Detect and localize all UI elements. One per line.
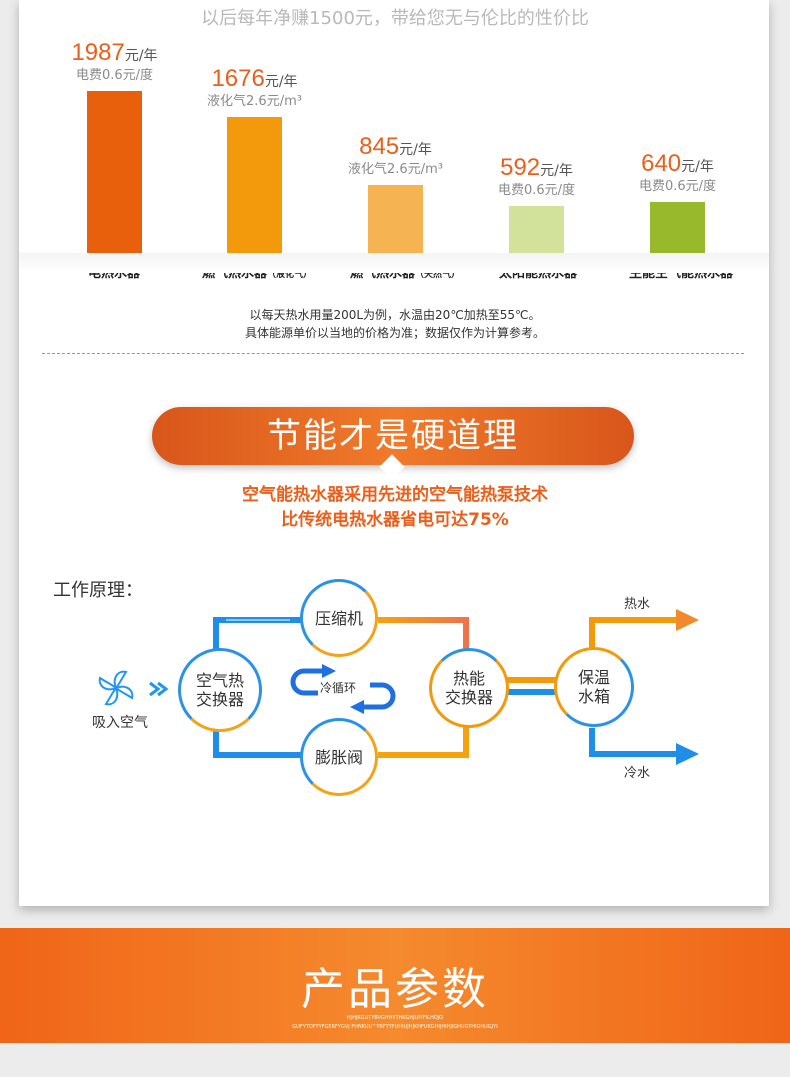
banner-decor-line-1: HJHJKGUTYBVGHHYTHKGHJUIYFILHOJO	[346, 1015, 444, 1021]
bar-2	[227, 116, 282, 255]
cold-water-arrow-icon	[676, 743, 699, 765]
intake-label: 吸入空气	[92, 715, 148, 731]
value-number: 1676	[211, 64, 265, 92]
category-note: （液化气）	[267, 270, 313, 280]
fan-icon	[98, 670, 134, 706]
value-number: 592	[500, 154, 541, 182]
price-note: 液化气2.6元/m³	[348, 162, 443, 178]
compressor-node: 压缩机	[300, 579, 378, 657]
value-label-5: 640元/年电费0.6元/度	[618, 150, 738, 195]
pipe-diagram	[98, 609, 699, 765]
tank-label-2: 水箱	[577, 687, 610, 706]
value-number: 845	[359, 133, 400, 161]
value-unit: 元/年	[264, 73, 298, 90]
principle-heading: 工作原理：	[53, 580, 143, 601]
value-unit: 元/年	[124, 48, 158, 64]
heat-exchanger-label-1: 热能	[452, 669, 485, 688]
cold-water-label: 冷水	[624, 766, 651, 781]
value-unit: 元/年	[540, 163, 573, 180]
value-label-4: 592元/年电费0.6元/度	[477, 154, 597, 199]
value-label-2: 1676元/年液化气2.6元/m³	[195, 64, 315, 109]
hot-water-pipe	[589, 617, 678, 648]
dashed-divider	[42, 353, 744, 354]
heat-exchanger-node: 热能交换器	[429, 648, 509, 728]
cycle-label: 冷循环	[320, 681, 357, 695]
air-exchanger-label-2: 交换器	[195, 690, 244, 709]
expansion-valve-node: 膨胀阀	[300, 718, 378, 796]
pipe-right-top	[378, 617, 469, 655]
value-number: 1987	[71, 39, 125, 66]
expansion-valve-label: 膨胀阀	[314, 747, 363, 767]
hot-water-arrow-icon	[676, 609, 699, 631]
value-number: 640	[641, 150, 682, 178]
tank-label-1: 保温	[577, 668, 610, 687]
params-banner	[0, 928, 790, 1043]
price-note: 电费0.6元/度	[497, 183, 576, 199]
footnote-line-1: 以每天热水用量200L为例，水温由20℃加热至55℃。	[249, 308, 541, 322]
hot-water-label: 热水	[624, 597, 651, 612]
bar-4	[509, 206, 564, 255]
value-unit: 元/年	[681, 159, 714, 176]
value-label-3: 845元/年液化气2.6元/m³	[336, 133, 456, 178]
intake-arrow-icon	[149, 681, 169, 697]
cold-water-pipe	[589, 728, 678, 757]
pipe-right-bottom	[378, 718, 469, 758]
price-note: 液化气2.6元/m³	[207, 93, 302, 109]
footnote-line-2: 具体能源单价以当地的价格为准；数据仅作为计算参考。	[244, 326, 545, 340]
banner-title: 产品参数	[301, 964, 489, 1015]
section-subtitle-2: 比传统电热水器省电可达75%	[0, 505, 790, 530]
section-subtitle-1: 空气能热水器采用先进的空气能热泵技术	[242, 485, 548, 505]
heat-exchanger-label-2: 交换器	[444, 688, 493, 707]
top-slogan: 以后每年净赚1500元，带给您无与伦比的性价比	[201, 8, 589, 29]
bar-3	[368, 185, 423, 255]
air-exchanger-label-1: 空气热	[195, 671, 244, 690]
subtitle-prefix: 比传统电热水器省电可达	[281, 510, 469, 530]
compressor-label: 压缩机	[314, 608, 363, 628]
cycle-arrows-icon	[290, 664, 396, 714]
price-note: 电费0.6元/度	[75, 68, 154, 83]
category-note: （天然气）	[415, 270, 461, 280]
bar-5	[650, 202, 705, 255]
price-note: 电费0.6元/度	[638, 179, 717, 195]
value-label-1: 1987元/年电费0.6元/度	[55, 39, 175, 83]
water-tank-node: 保温水箱	[554, 647, 634, 727]
chart-baseline	[19, 253, 769, 273]
value-unit: 元/年	[399, 142, 432, 159]
air-heat-exchanger-node: 空气热交换器	[178, 648, 262, 732]
banner-decor-line-2: GUFYTOFTYFGERFYGVJ FHNKUU^YRFTYFUHIUJHJK…	[292, 1024, 498, 1030]
bar-1	[87, 91, 142, 255]
saving-percent: 75%	[468, 510, 509, 530]
